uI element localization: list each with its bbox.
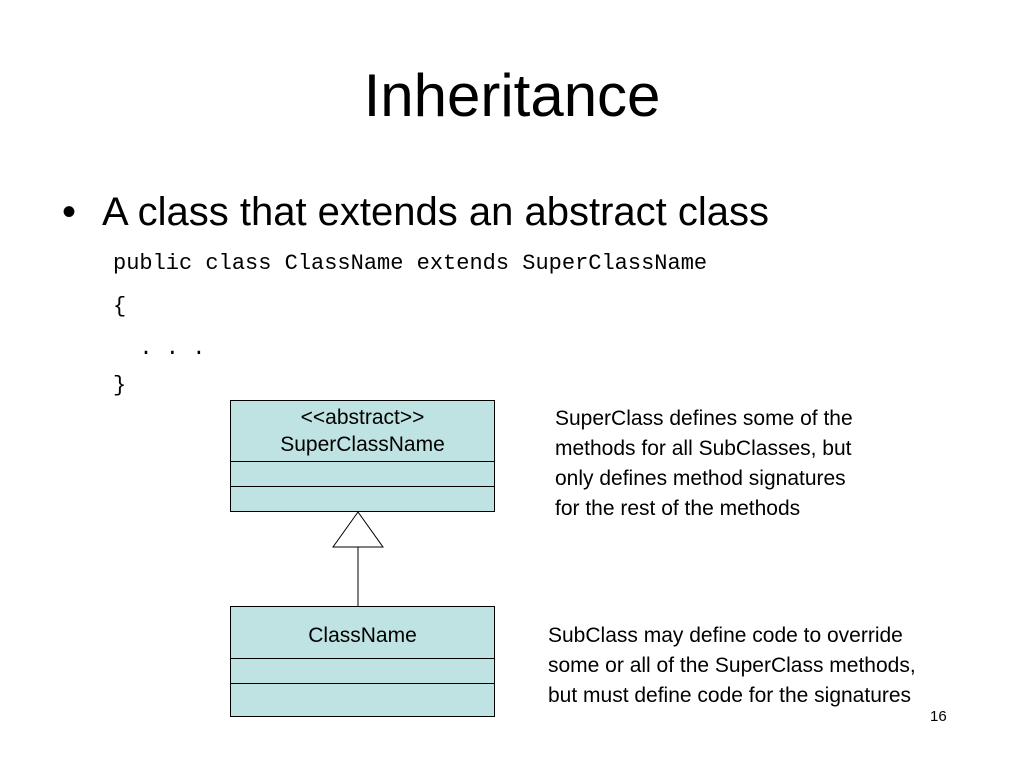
generalization-triangle-icon (332, 511, 384, 548)
subclass-name: ClassName (308, 624, 417, 647)
bullet-icon: • (62, 190, 77, 234)
code-line: } (113, 373, 127, 398)
code-line: { (113, 294, 127, 319)
subclass-attributes-compartment (231, 659, 494, 684)
superclass-box: <<abstract>> SuperClassName (230, 400, 495, 512)
superclass-header: <<abstract>> SuperClassName (231, 401, 494, 462)
superclass-attributes-compartment (231, 462, 494, 487)
note-line: SubClass may define code to override (548, 624, 903, 647)
subclass-box: ClassName (230, 606, 495, 717)
superclass-stereotype: <<abstract>> (300, 406, 425, 429)
subclass-methods-compartment (231, 684, 494, 709)
code-line: public class ClassName extends SuperClas… (113, 251, 708, 276)
slide-number: 16 (930, 708, 947, 725)
subclass-header: ClassName (231, 607, 494, 659)
slide-title: Inheritance (363, 62, 661, 129)
bullet-item: • A class that extends an abstract class (62, 188, 769, 236)
note-line: only defines method signatures (555, 467, 846, 490)
note-line: SuperClass defines some of the (555, 407, 853, 430)
note-line: some or all of the SuperClass methods, (548, 654, 916, 677)
note-line: but must define code for the signatures (548, 684, 912, 707)
note-line: methods for all SubClasses, but (555, 437, 852, 460)
superclass-note: SuperClass defines some of the methods f… (555, 404, 853, 524)
subclass-note: SubClass may define code to override som… (548, 621, 916, 711)
bullet-text: A class that extends an abstract class (102, 190, 770, 234)
superclass-name: SuperClassName (280, 433, 445, 456)
note-line: for the rest of the methods (555, 497, 801, 520)
code-line: . . . (113, 336, 206, 361)
